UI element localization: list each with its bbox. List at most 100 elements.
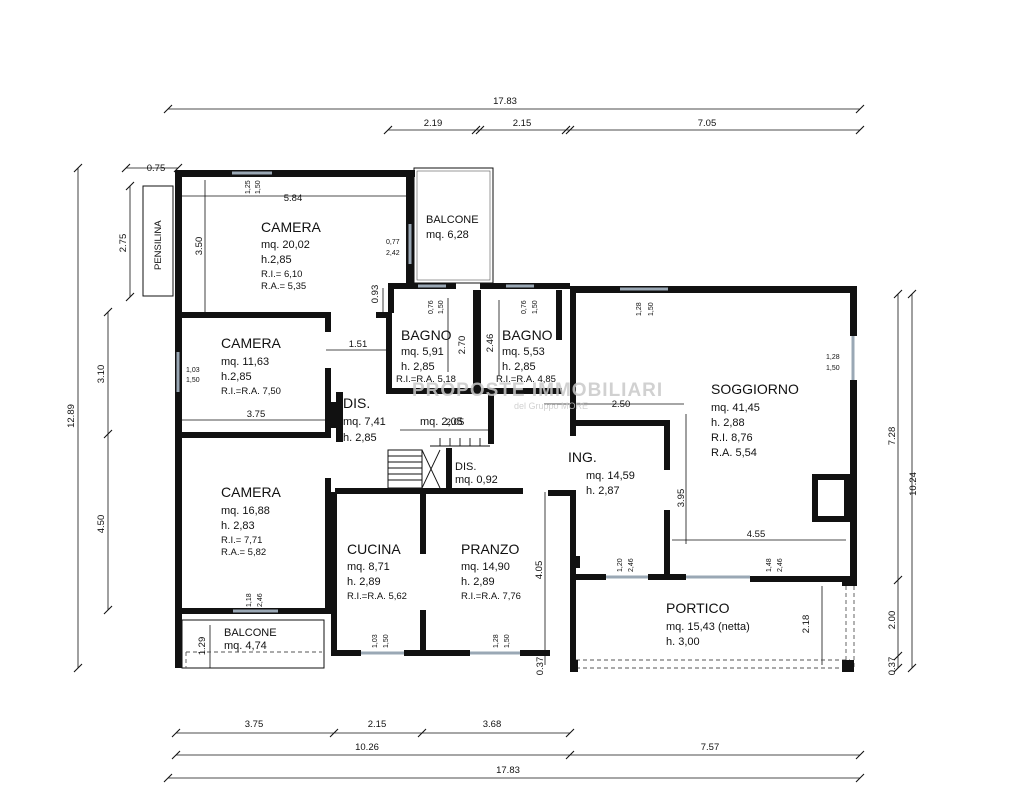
room-height: h. 3,00 (666, 636, 700, 648)
dim-top-b: 2.15 (513, 118, 532, 129)
room-ri: R.I. 8,76 (711, 432, 753, 444)
room-name: BAGNO (502, 327, 553, 343)
dimension-lines (73, 104, 917, 783)
room-rira: R.I.=R.A. 5,18 (396, 374, 456, 385)
window-label: 1,03 (372, 634, 379, 648)
dim-left-b: 4.50 (96, 515, 107, 534)
dim-bagno2-h: 2.46 (485, 334, 496, 353)
room-bagno-1: BAGNO mq. 5,91 h. 2,85 R.I.=R.A. 5,18 (396, 327, 456, 385)
window-label: 1,25 (245, 180, 252, 194)
window-label: 1,50 (186, 377, 200, 384)
dim-left-a: 3.10 (96, 365, 107, 384)
dim-top-a: 2.19 (424, 118, 443, 129)
stairs-area: mq. 2,05 (420, 416, 463, 428)
window-label: 1,20 (617, 558, 624, 572)
room-area: mq. 4,74 (224, 640, 267, 652)
window-label: 1,28 (826, 354, 840, 361)
room-dis-1: DIS. mq. 7,41 h. 2,85 mq. 2,05 (343, 395, 463, 444)
dim-bottom-e: 7.57 (701, 742, 720, 753)
window-label: 1,50 (383, 634, 390, 648)
room-ing: ING. mq. 14,59 h. 2,87 (568, 449, 635, 497)
room-balcone-2: BALCONE mq. 4,74 (224, 627, 277, 652)
room-name: ING. (568, 449, 597, 465)
dim-soggiorno-h: 3.95 (676, 489, 687, 508)
dim-right-d: 0.37 (887, 657, 898, 676)
dim-dis: 2.05 (446, 417, 465, 428)
room-pranzo: PRANZO mq. 14,90 h. 2,89 R.I.=R.A. 7,76 (461, 541, 521, 602)
dim-ing: 2.50 (612, 399, 631, 410)
room-bagno-2: BAGNO mq. 5,53 h. 2,85 R.I.=R.A. 4,85 (496, 327, 556, 385)
room-area: mq. 0,92 (455, 474, 498, 486)
window-label: 0,76 (428, 300, 435, 314)
window-label: 1,48 (766, 558, 773, 572)
dim-bagno1-side: 0.93 (370, 285, 381, 304)
room-portico: PORTICO mq. 15,43 (netta) h. 3,00 (666, 600, 750, 648)
room-name: SOGGIORNO (711, 381, 799, 397)
room-name: DIS. (455, 461, 476, 473)
window-label: 1,50 (648, 302, 655, 316)
room-name: CUCINA (347, 541, 401, 557)
room-balcone-1: BALCONE mq. 6,28 (426, 214, 479, 241)
room-area: mq. 8,71 (347, 561, 390, 573)
room-name: PRANZO (461, 541, 519, 557)
dim-bottom-total: 17.83 (496, 765, 520, 776)
dim-right-c: 2.00 (887, 611, 898, 630)
room-name: PORTICO (666, 600, 730, 616)
room-area: mq. 11,63 (221, 356, 269, 368)
room-name: DIS. (343, 395, 370, 411)
room-area: mq. 15,43 (netta) (666, 621, 750, 633)
room-area: mq. 41,45 (711, 402, 760, 414)
room-camera-2: CAMERA mq. 11,63 h.2,85 R.I.=R.A. 7,50 (221, 335, 282, 397)
dim-pensilina-h: 2.75 (118, 234, 129, 253)
room-ra: R.A. 5,54 (711, 447, 757, 459)
pensilina-outline (142, 185, 174, 297)
dim-top-c: 7.05 (698, 118, 717, 129)
window-label: 2,46 (777, 558, 784, 572)
room-height: h. 2,85 (343, 432, 377, 444)
dim-bottom-c: 3.68 (483, 719, 502, 730)
window-label: 1,50 (532, 300, 539, 314)
room-dis-2: DIS. mq. 0,92 (455, 461, 498, 486)
room-height: h. 2,83 (221, 520, 255, 532)
window-label: 1,50 (504, 634, 511, 648)
dim-top-total: 17.83 (493, 96, 517, 107)
watermark-sub: del Gruppo MORE (514, 401, 588, 411)
window-label: 1,50 (826, 365, 840, 372)
room-soggiorno: SOGGIORNO mq. 41,45 h. 2,88 R.I. 8,76 R.… (711, 381, 799, 459)
watermark: PROPOSTE IMMOBILIARI del Gruppo MORE (412, 380, 663, 411)
room-area: mq. 14,59 (586, 470, 635, 482)
window-label: 1,28 (636, 302, 643, 316)
room-height: h.2,85 (261, 254, 292, 266)
window-labels: 1,25 1,50 0,77 2,42 0,76 1,50 0,76 1,50 … (186, 180, 840, 648)
dim-left-c: 1.29 (197, 637, 208, 656)
dim-right-b: 10.24 (908, 472, 919, 496)
room-camera-3: CAMERA mq. 16,88 h. 2,83 R.I.= 7,71 R.A.… (221, 484, 282, 558)
watermark-main: PROPOSTE IMMOBILIARI (412, 380, 663, 401)
room-pensilina: PENSILINA (153, 220, 164, 270)
dim-camera2-w: 3.75 (247, 409, 266, 420)
room-name: CAMERA (261, 219, 322, 235)
room-height: h. 2,85 (401, 361, 435, 373)
room-cucina: CUCINA mq. 8,71 h. 2,89 R.I.=R.A. 5,62 (347, 541, 407, 602)
room-area: mq. 20,02 (261, 239, 310, 251)
dim-camera1-h: 3.50 (194, 237, 205, 256)
dim-bottom-b: 2.15 (368, 719, 387, 730)
room-height: h. 2,88 (711, 417, 745, 429)
window-label: 2,42 (386, 250, 400, 257)
window-label: 1,28 (493, 634, 500, 648)
window-label: 1,03 (186, 367, 200, 374)
window-label: 1,50 (255, 180, 262, 194)
dim-pensilina-w: 0.75 (147, 163, 166, 174)
dimension-labels: 17.83 2.19 2.15 7.05 3.75 2.15 3.68 10.2… (66, 96, 919, 776)
room-rira: R.I.=R.A. 4,85 (496, 374, 556, 385)
room-rira: R.I.=R.A. 5,62 (347, 591, 407, 602)
room-ri: R.I.= 6,10 (261, 269, 302, 280)
room-ra: R.A.= 5,82 (221, 547, 266, 558)
room-area: mq. 7,41 (343, 416, 386, 428)
room-ra: R.A.= 5,35 (261, 281, 306, 292)
window-label: 2,46 (257, 593, 264, 607)
window-label: 2,46 (628, 558, 635, 572)
dim-bottom-small: 0.37 (535, 657, 546, 676)
dim-right-a: 7.28 (887, 427, 898, 446)
